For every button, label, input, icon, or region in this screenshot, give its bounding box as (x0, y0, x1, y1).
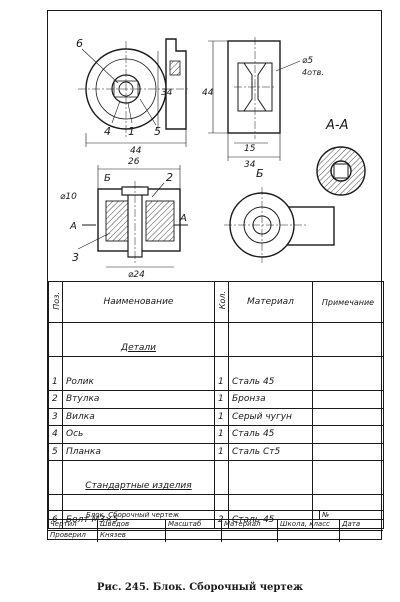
spec-blank-row (48, 322, 384, 340)
dim-34-side-width: 34 (244, 160, 256, 170)
parts-specification-table: Поз. Наименование Кол. Материал Примечан… (48, 281, 384, 529)
spec-blank-row (48, 494, 384, 512)
title-block-drew-label: Чертил (48, 520, 98, 531)
front-view (78, 38, 188, 147)
callout-5: 5 (154, 125, 161, 138)
section-parts-row: Детали (48, 339, 384, 357)
side-view (208, 37, 301, 161)
title-block-name: Блок. Сборочный чертеж (48, 511, 320, 520)
dim-4-holes: 4отв. (302, 68, 324, 77)
title-block-drew-name: Шведов (98, 520, 166, 531)
header-position: Поз. (48, 281, 63, 323)
title-block: Блок. Сборочный чертеж № Чертил Шведов М… (48, 510, 383, 542)
title-block-material-value (222, 531, 278, 542)
section-standard-row: Стандартные изделия (48, 477, 384, 495)
header-quantity: Кол. (214, 281, 229, 323)
dim-hole-5: ⌀5 (302, 56, 313, 66)
section-a-a-label: А-А (325, 118, 348, 133)
dim-10: ⌀10 (60, 192, 77, 202)
dim-26: 26 (128, 157, 140, 167)
title-block-date-value (340, 531, 383, 542)
view-b-arrow-label: Б (104, 173, 111, 184)
section-parts-title: Детали (62, 339, 215, 357)
dim-34-height: 34 (161, 88, 173, 98)
drawing-sheet: 6 4 1 5 44 34 (47, 10, 384, 542)
title-block-scale: Масштаб (166, 520, 222, 531)
header-material: Материал (228, 281, 313, 323)
callout-3: 3 (72, 251, 79, 264)
arrow-a-left: А (69, 221, 77, 232)
title-block-checked-label: Проверил (48, 531, 98, 542)
callout-4: 4 (104, 125, 111, 138)
view-b-label: Б (256, 167, 264, 180)
header-note: Примечание (312, 281, 384, 323)
dim-15: 15 (244, 144, 256, 154)
title-block-school: Школа, класс (278, 520, 340, 531)
assembly-views-svg: 6 4 1 5 44 34 (60, 37, 366, 280)
section-standard-title: Стандартные изделия (62, 477, 215, 495)
view-b (224, 187, 335, 263)
header-name: Наименование (62, 281, 215, 323)
title-block-scale-value (166, 531, 222, 542)
title-block-number: № (320, 511, 383, 520)
callout-1: 1 (128, 125, 135, 138)
callout-2: 2 (166, 171, 173, 184)
section-a-a-view (316, 146, 366, 196)
section-front-view (77, 165, 188, 268)
title-block-material: Материал (222, 520, 278, 531)
dim-44-width: 44 (130, 146, 142, 156)
dim-44-side-height: 44 (202, 88, 214, 98)
callout-6: 6 (76, 37, 83, 50)
figure-caption: Рис. 245. Блок. Сборочный чертеж (96, 582, 304, 593)
spec-blank-row (48, 356, 384, 374)
drawing-views: 6 4 1 5 44 34 (48, 11, 383, 281)
title-block-date: Дата (340, 520, 383, 531)
title-block-school-value (278, 531, 340, 542)
spec-blank-row (48, 460, 384, 478)
arrow-a-right: А (179, 213, 187, 224)
dim-24: ⌀24 (128, 270, 145, 280)
spec-header-row: Поз. Наименование Кол. Материал Примечан… (48, 281, 384, 323)
title-block-checked-name: Князев (98, 531, 166, 542)
